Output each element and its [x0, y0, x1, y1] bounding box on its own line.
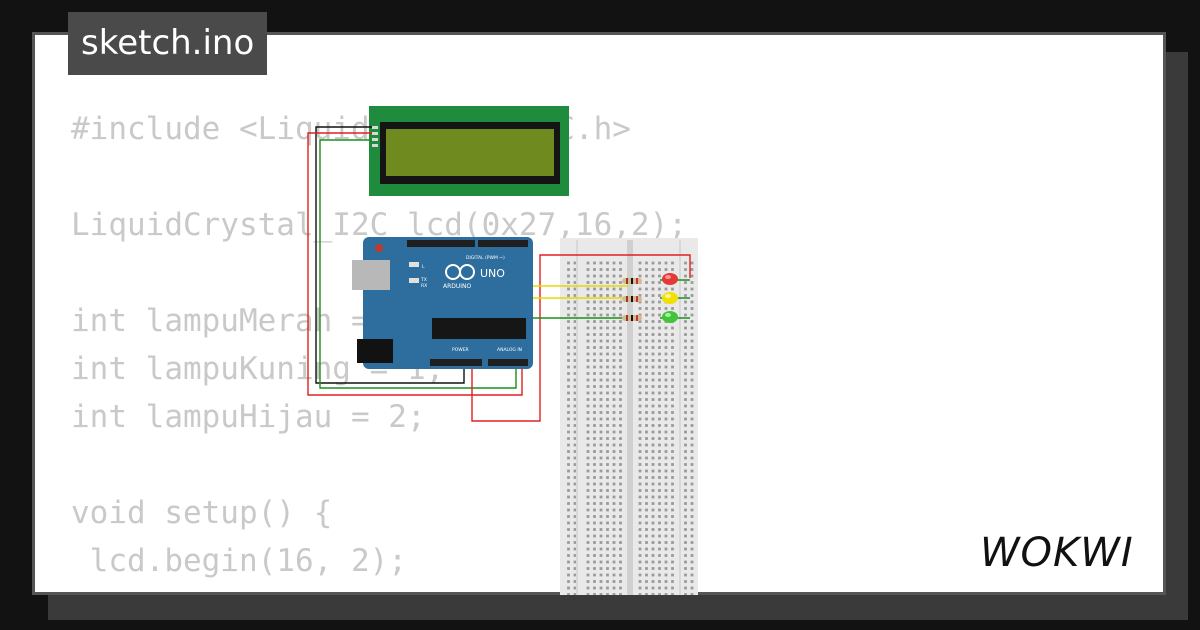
l-led-label: L [422, 264, 425, 270]
resistor-1 [622, 278, 642, 284]
led-red [662, 273, 678, 285]
code-line: LiquidCrystal_I2C lcd(0x27,16,2); [71, 207, 687, 243]
board-model-label: UNO [480, 267, 505, 280]
logo-text: WOKWI [980, 530, 1134, 574]
resistor-2 [622, 296, 642, 302]
board-brand-label: ARDUINO [443, 283, 472, 290]
code-line: lcd.begin(16, 2); [71, 543, 407, 579]
resistor-3 [622, 315, 642, 321]
code-line: void setup() { [71, 495, 333, 531]
circuit-diagram: UNO ARDUINO DIGITAL (PWM ~) ANALOG IN PO… [307, 106, 698, 595]
rx-label: RX [421, 283, 427, 289]
led-yellow [662, 292, 678, 304]
breadboard [560, 238, 698, 595]
code-line: int lampuHijau = 2; [71, 399, 426, 435]
tx-label: TX [420, 277, 427, 283]
analog-pins-label: ANALOG IN [497, 347, 522, 353]
digital-pins-label: DIGITAL (PWM ~) [466, 255, 505, 261]
power-pins-label: POWER [452, 347, 469, 353]
lcd-display [369, 106, 569, 196]
file-name-tab[interactable]: sketch.ino [68, 12, 268, 75]
wokwi-logo: WOKWI [980, 530, 1134, 574]
leds [662, 273, 678, 323]
resistors [622, 278, 642, 321]
led-green [662, 311, 678, 323]
code-line: lcd.setCursor(0,0); [71, 585, 687, 592]
arduino-uno-board: UNO ARDUINO DIGITAL (PWM ~) ANALOG IN PO… [352, 237, 533, 369]
